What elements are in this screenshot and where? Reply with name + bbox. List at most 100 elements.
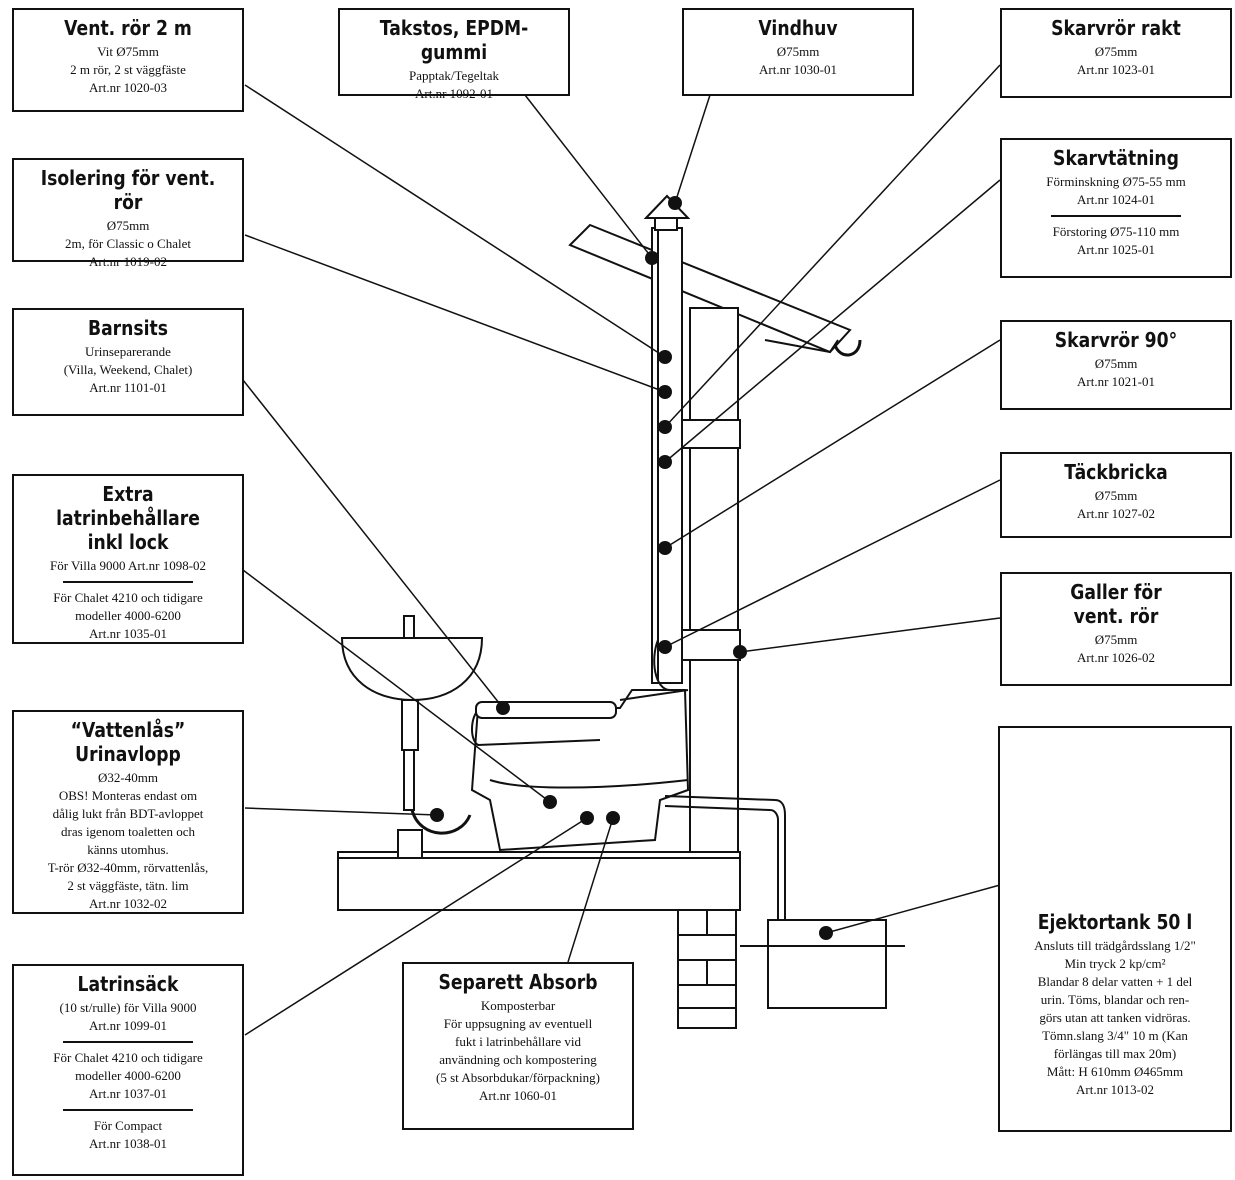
label-line: Art.nr 1021-01	[1077, 374, 1155, 389]
label-line: (10 st/rulle) för Villa 9000	[59, 1000, 197, 1015]
label-galler: Galler för vent. rör Ø75mm Art.nr 1026-0…	[1000, 572, 1232, 686]
label-line: Ø75mm	[776, 44, 820, 59]
label-line: Urinseparerande	[85, 344, 171, 359]
label-line: görs utan att tanken vidröras.	[1039, 1010, 1191, 1025]
label-line: För Villa 9000 Art.nr 1098-02	[49, 558, 207, 573]
label-line: modeller 4000-6200	[75, 608, 181, 623]
label-line: T-rör Ø32-40mm, rörvattenlås,	[47, 860, 209, 875]
label-line: Tömn.slang 3/4" 10 m (Kan	[1042, 1028, 1188, 1043]
ventilation-pipe	[643, 194, 691, 691]
label-line: Art.nr 1038-01	[89, 1136, 167, 1151]
label-vindhuv: Vindhuv Ø75mm Art.nr 1030-01	[682, 8, 914, 96]
label-title: Takstos, EPDM-gummi	[379, 16, 529, 64]
label-line: Art.nr 1019-02	[89, 254, 167, 269]
label-line: Art.nr 1092-01	[415, 86, 493, 101]
label-separator	[1051, 215, 1181, 217]
label-title: Extra latrinbehållare	[56, 482, 200, 530]
label-title: Skarvtätning	[1053, 146, 1179, 170]
sink	[340, 615, 484, 859]
label-line: För Chalet 4210 och tidigare	[53, 1050, 203, 1065]
label-line: Art.nr 1060-01	[479, 1088, 557, 1103]
label-line: Ø75mm	[1094, 44, 1138, 59]
callout-dots	[430, 196, 833, 940]
label-line: 2 m rör, 2 st väggfäste	[70, 62, 186, 77]
label-line: (5 st Absorbdukar/förpackning)	[436, 1070, 600, 1085]
label-line: För Compact	[93, 1118, 163, 1133]
label-title: inkl lock	[87, 530, 169, 554]
label-line: Förminskning Ø75-55 mm	[1046, 174, 1186, 189]
label-title: Skarvrör rakt	[1051, 16, 1181, 40]
label-line: fukt i latrinbehållare vid	[455, 1034, 581, 1049]
label-line: dålig lukt från BDT-avloppet	[52, 806, 204, 821]
label-line: Min tryck 2 kp/cm²	[1064, 956, 1166, 971]
label-line: Art.nr 1023-01	[1077, 62, 1155, 77]
label-line: Ø75mm	[106, 218, 150, 233]
label-separator	[63, 1109, 193, 1111]
label-title: Ejektortank 50 l	[1037, 910, 1193, 934]
label-extra-latrinbehallare: Extra latrinbehållare inkl lock För Vill…	[12, 474, 244, 644]
toilet	[470, 689, 690, 852]
label-line: 2m, för Classic o Chalet	[64, 236, 191, 251]
label-line: Ansluts till trädgårdsslang 1/2"	[1034, 938, 1196, 953]
label-line: Papptak/Tegeltak	[408, 68, 500, 83]
label-line: Ø75mm	[1094, 632, 1138, 647]
label-title: Skarvrör 90°	[1054, 328, 1178, 352]
label-title: Isolering för vent. rör	[40, 166, 216, 214]
label-line: Art.nr 1027-02	[1077, 506, 1155, 521]
label-skarvtatning: Skarvtätning Förminskning Ø75-55 mm Art.…	[1000, 138, 1232, 278]
label-line: För Chalet 4210 och tidigare	[53, 590, 203, 605]
label-line: Art.nr 1037-01	[89, 1086, 167, 1101]
label-line: (Villa, Weekend, Chalet)	[63, 362, 193, 377]
label-separator	[63, 581, 193, 583]
label-line: Art.nr 1035-01	[89, 626, 167, 641]
drain-hose	[664, 795, 786, 920]
label-title: Latrinsäck	[77, 972, 179, 996]
label-line: Art.nr 1026-02	[1077, 650, 1155, 665]
label-line: För uppsugning av eventuell	[443, 1016, 593, 1031]
label-line: Förstoring Ø75-110 mm	[1052, 224, 1180, 239]
label-line: Art.nr 1032-02	[89, 896, 167, 911]
floor	[337, 851, 741, 1029]
label-barnsits: Barnsits Urinseparerande (Villa, Weekend…	[12, 308, 244, 416]
label-title: Vindhuv	[758, 16, 838, 40]
label-title: “Vattenlås” Urinavlopp	[70, 718, 186, 766]
label-vent-ror: Vent. rör 2 m Vit Ø75mm 2 m rör, 2 st vä…	[12, 8, 244, 112]
label-line: förlängas till max 20m)	[1053, 1046, 1177, 1061]
label-line: Art.nr 1020-03	[89, 80, 167, 95]
label-line: känns utomhus.	[87, 842, 169, 857]
label-latrinsack: Latrinsäck (10 st/rulle) för Villa 9000 …	[12, 964, 244, 1176]
label-title: Barnsits	[87, 316, 169, 340]
label-line: Mått: H 610mm Ø465mm	[1046, 1064, 1184, 1079]
label-line: Komposterbar	[480, 998, 556, 1013]
label-line: Art.nr 1101-01	[89, 380, 167, 395]
label-title: vent. rör	[1073, 604, 1159, 628]
label-line: urin. Töms, blandar och ren-	[1040, 992, 1190, 1007]
label-separator	[63, 1041, 193, 1043]
label-title: Galler för	[1070, 580, 1162, 604]
label-line: Ø32-40mm	[98, 770, 158, 785]
label-line: Art.nr 1030-01	[759, 62, 837, 77]
label-separett-absorb: Separett Absorb Komposterbar För uppsugn…	[402, 962, 634, 1130]
label-tackbricka: Täckbricka Ø75mm Art.nr 1027-02	[1000, 452, 1232, 538]
label-line: dras igenom toaletten och	[61, 824, 195, 839]
label-line: Art.nr 1025-01	[1077, 242, 1155, 257]
label-line: Art.nr 1099-01	[89, 1018, 167, 1033]
label-title: Vent. rör 2 m	[64, 16, 192, 40]
label-takstos: Takstos, EPDM-gummi Papptak/Tegeltak Art…	[338, 8, 570, 101]
label-line: Ø75mm	[1094, 488, 1138, 503]
label-line: modeller 4000-6200	[75, 1068, 181, 1083]
label-skarvror-rakt: Skarvrör rakt Ø75mm Art.nr 1023-01	[1000, 8, 1232, 98]
label-isolering: Isolering för vent. rör Ø75mm 2m, för Cl…	[12, 158, 244, 269]
label-title: Separett Absorb	[438, 970, 598, 994]
wall-post	[675, 307, 741, 854]
label-line: Ø75mm	[1094, 356, 1138, 371]
label-line: användning och kompostering	[439, 1052, 597, 1067]
label-ejektortank: Ejektortank 50 l Ansluts till trädgårdss…	[998, 726, 1232, 1132]
label-line: OBS! Monteras endast om	[58, 788, 198, 803]
label-title: Täckbricka	[1064, 460, 1168, 484]
label-line: Blandar 8 delar vatten + 1 del	[1037, 974, 1193, 989]
label-line: Art.nr 1024-01	[1077, 192, 1155, 207]
label-line: Vit Ø75mm	[97, 44, 159, 59]
label-line: Art.nr 1013-02	[1076, 1082, 1154, 1097]
